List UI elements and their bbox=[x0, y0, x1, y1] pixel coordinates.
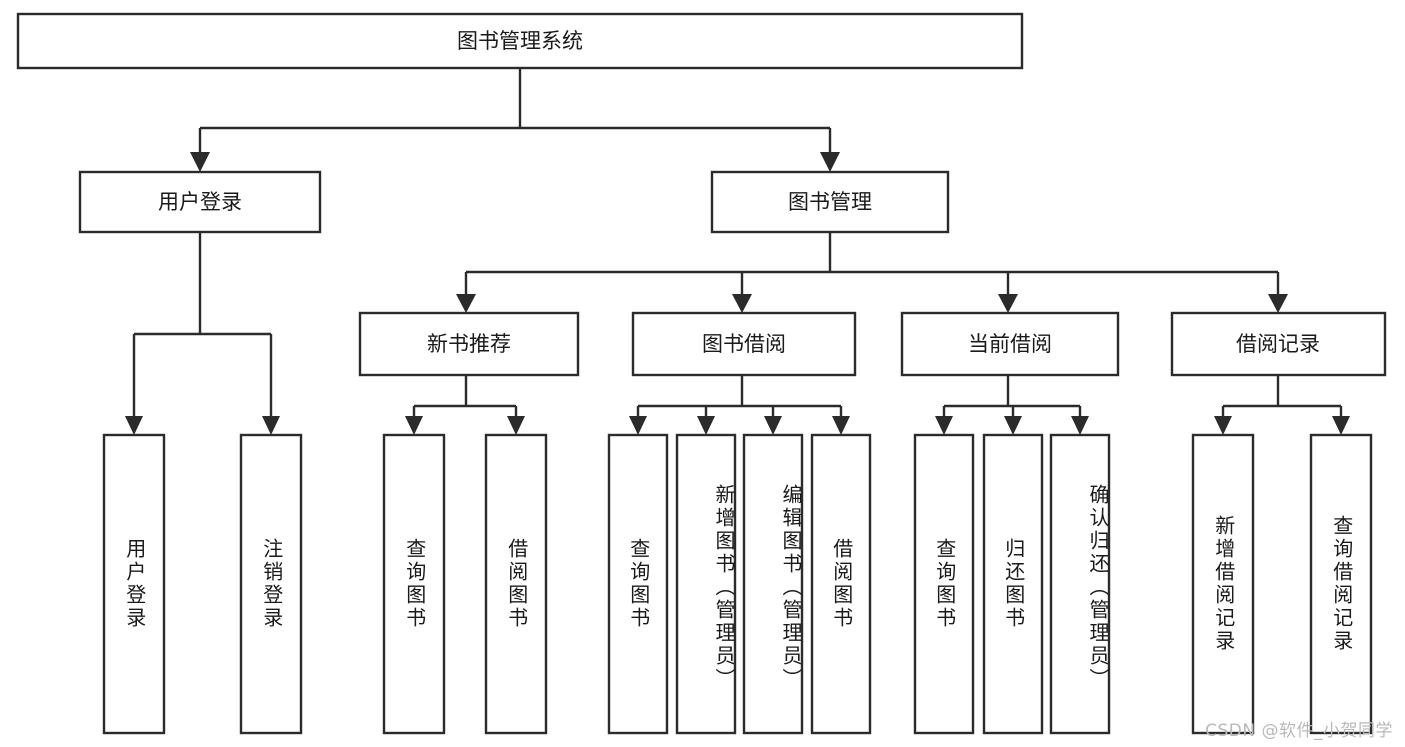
arrow-head-user-login bbox=[190, 152, 210, 172]
connector-book-manage-to-level3 bbox=[456, 232, 1288, 313]
arrow-head-leaf-book-borrow-4 bbox=[832, 416, 850, 435]
node-root[interactable]: 图书管理系统 bbox=[16, 12, 1024, 70]
arrow-head-leaf-book-borrow-3 bbox=[764, 416, 782, 435]
arrow-head-leaf-user-login-1 bbox=[125, 416, 143, 435]
connector-book-borrow-to-leaves bbox=[629, 375, 850, 435]
node-current-borrow-box[interactable] bbox=[900, 311, 1120, 377]
csdn-watermark: CSDN @软件_小贺同学 bbox=[1205, 721, 1393, 741]
node-book-manage-label: 图书管理 bbox=[788, 190, 872, 214]
node-root-label: 图书管理系统 bbox=[457, 29, 583, 53]
arrow-head-current-borrow bbox=[998, 294, 1018, 313]
leaf-box-book-borrow-4[interactable] bbox=[810, 433, 872, 735]
connector-borrow-record-to-leaves bbox=[1214, 375, 1350, 435]
connector-user-login-to-leaves bbox=[125, 232, 280, 435]
arrow-head-leaf-book-borrow-1 bbox=[629, 416, 647, 435]
node-current-borrow[interactable]: 当前借阅 bbox=[900, 311, 1120, 377]
arrow-head-leaf-current-borrow-2 bbox=[1004, 416, 1022, 435]
node-book-borrow-box[interactable] bbox=[631, 311, 857, 377]
node-new-book-rec-label: 新书推荐 bbox=[427, 332, 511, 356]
arrow-head-leaf-current-borrow-3 bbox=[1071, 416, 1089, 435]
leaf-box-new-book-rec-1[interactable] bbox=[382, 433, 446, 735]
connector-current-borrow-to-leaves bbox=[935, 375, 1089, 435]
arrow-head-leaf-book-borrow-2 bbox=[697, 416, 715, 435]
leaf-box-current-borrow-2[interactable] bbox=[982, 433, 1044, 735]
leaf-box-book-borrow-3[interactable] bbox=[742, 433, 804, 735]
connector-root-to-level2 bbox=[190, 68, 840, 172]
leaf-box-user-login-1[interactable] bbox=[102, 433, 166, 735]
node-borrow-record-box[interactable] bbox=[1170, 311, 1387, 377]
arrow-head-leaf-borrow-record-2 bbox=[1332, 416, 1350, 435]
leaf-box-user-login-2[interactable] bbox=[239, 433, 303, 735]
arrow-head-leaf-new-book-rec-2 bbox=[507, 416, 525, 435]
leaf-box-borrow-record-1[interactable] bbox=[1191, 433, 1255, 735]
leaf-box-new-book-rec-2[interactable] bbox=[484, 433, 548, 735]
node-borrow-record-label: 借阅记录 bbox=[1236, 332, 1320, 356]
arrow-head-leaf-borrow-record-1 bbox=[1214, 416, 1232, 435]
node-book-manage[interactable]: 图书管理 bbox=[710, 170, 950, 234]
arrow-head-new-book-rec bbox=[456, 294, 476, 313]
arrow-head-borrow-record bbox=[1268, 294, 1288, 313]
leaf-box-current-borrow-1[interactable] bbox=[913, 433, 975, 735]
node-book-borrow-label: 图书借阅 bbox=[702, 332, 786, 356]
arrow-head-leaf-current-borrow-1 bbox=[935, 416, 953, 435]
leaf-box-book-borrow-2[interactable] bbox=[675, 433, 737, 735]
node-user-login[interactable]: 用户登录 bbox=[78, 170, 322, 234]
node-new-book-rec[interactable]: 新书推荐 bbox=[358, 311, 580, 377]
node-book-borrow[interactable]: 图书借阅 bbox=[631, 311, 857, 377]
arrow-head-book-borrow bbox=[732, 294, 752, 313]
node-current-borrow-label: 当前借阅 bbox=[968, 332, 1052, 356]
node-user-login-box[interactable] bbox=[78, 170, 322, 234]
node-new-book-rec-box[interactable] bbox=[358, 311, 580, 377]
node-book-manage-box[interactable] bbox=[710, 170, 950, 234]
node-root-box[interactable] bbox=[16, 12, 1024, 70]
node-borrow-record[interactable]: 借阅记录 bbox=[1170, 311, 1387, 377]
arrow-head-leaf-new-book-rec-1 bbox=[405, 416, 423, 435]
leaf-box-book-borrow-1[interactable] bbox=[607, 433, 669, 735]
node-user-login-label: 用户登录 bbox=[158, 190, 242, 214]
leaf-box-borrow-record-2[interactable] bbox=[1309, 433, 1373, 735]
leaf-box-current-borrow-3[interactable] bbox=[1049, 433, 1111, 735]
arrow-head-leaf-user-login-2 bbox=[262, 416, 280, 435]
connector-new-book-rec-to-leaves bbox=[405, 375, 525, 435]
arrow-head-book-manage bbox=[820, 152, 840, 172]
